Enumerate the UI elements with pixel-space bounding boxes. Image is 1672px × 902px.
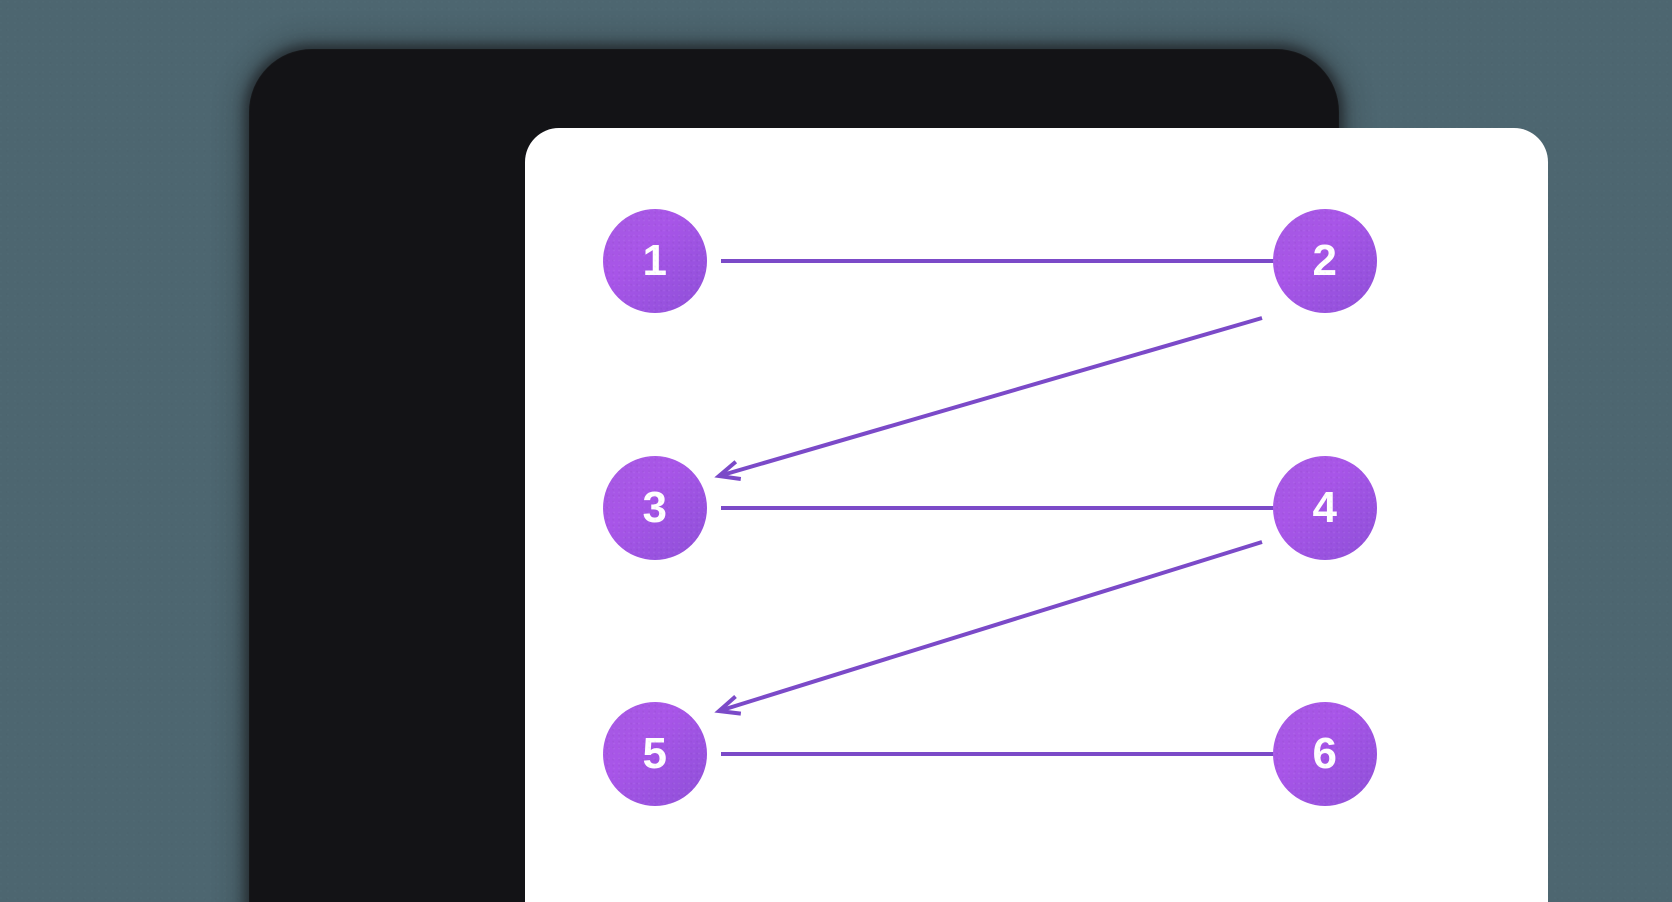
node-4-label: 4 (1312, 483, 1338, 532)
node-4[interactable]: 4 (1273, 456, 1377, 560)
node-1[interactable]: 1 (603, 209, 707, 313)
node-5[interactable]: 5 (603, 702, 707, 806)
node-3[interactable]: 3 (603, 456, 707, 560)
device-screen: 1 2 3 4 5 6 (525, 128, 1548, 902)
node-6[interactable]: 6 (1273, 702, 1377, 806)
edge-3-to-4 (721, 497, 1336, 519)
node-3-label: 3 (642, 483, 668, 532)
node-1-label: 1 (642, 236, 668, 285)
device-bezel: 1 2 3 4 5 6 (250, 50, 1548, 902)
arrowhead-icon (714, 694, 742, 716)
node-6-label: 6 (1312, 729, 1338, 778)
edge-line (718, 316, 1263, 478)
edge-4-to-5 (714, 540, 1263, 716)
edge-line (718, 540, 1263, 713)
node-5-label: 5 (642, 729, 668, 778)
edge-5-to-6 (721, 743, 1336, 765)
edge-1-to-2 (721, 250, 1336, 272)
node-2-label: 2 (1312, 236, 1338, 285)
edge-2-to-3 (714, 316, 1263, 481)
node-2[interactable]: 2 (1273, 209, 1377, 313)
arrowhead-icon (714, 460, 742, 481)
